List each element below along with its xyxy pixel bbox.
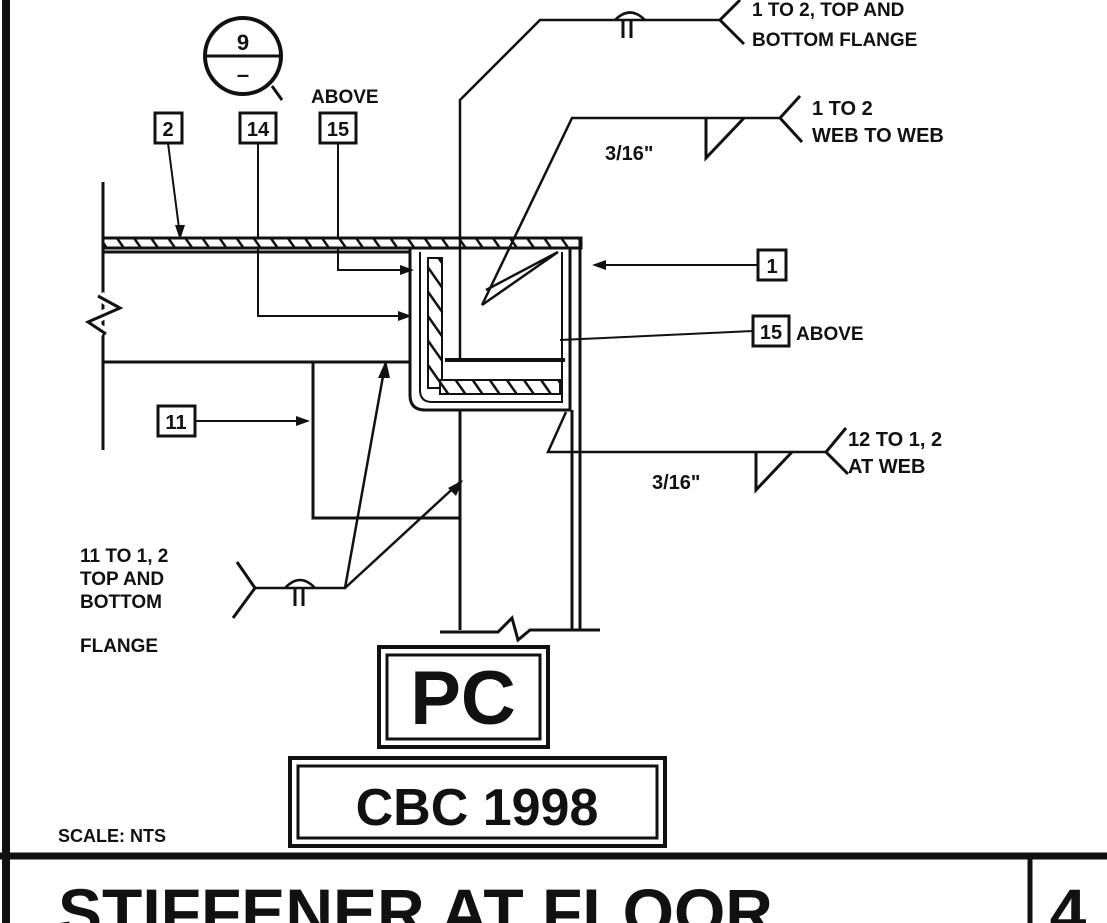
existing-beam: [77, 182, 583, 520]
keynote-15-right: 15: [751, 314, 791, 348]
svg-text:11: 11: [165, 412, 186, 434]
weld-note-at-web-line1: 12 TO 1, 2: [848, 429, 942, 451]
svg-text:15: 15: [327, 119, 349, 141]
keynote-leaders: [167, 142, 758, 422]
keynote-11: 11: [156, 404, 197, 438]
scale-note: SCALE: NTS: [58, 826, 166, 846]
weld-left-arrowheads: [378, 360, 463, 496]
weld-note-left-line3: BOTTOM: [80, 592, 162, 613]
weld-note-web-line1: 1 TO 2: [812, 98, 873, 120]
svg-text:CBC 1998: CBC 1998: [356, 779, 599, 837]
keynote-15-top: 15: [318, 111, 358, 145]
weld-callout-top: [458, 0, 746, 360]
weld-note-left-line4: FLANGE: [80, 636, 158, 657]
svg-text:PC: PC: [410, 656, 516, 741]
svg-text:15: 15: [760, 322, 782, 344]
svg-text:2: 2: [162, 119, 173, 141]
label-above-right: ABOVE: [796, 324, 864, 345]
keynote-2: 2: [153, 111, 184, 145]
detail-number: 4: [1050, 875, 1087, 923]
svg-text:1: 1: [766, 256, 777, 278]
weld-callout-left: [231, 364, 461, 619]
weld-note-left-line1: 11 TO 1, 2: [80, 546, 168, 567]
weld-note-left-line2: TOP AND: [80, 569, 164, 590]
detail-section-marker: 9 –: [203, 16, 284, 101]
keynote-1: 1: [756, 248, 788, 282]
code-stamp: CBC 1998: [288, 756, 667, 848]
weld-size-web: 3/16": [605, 143, 653, 165]
keynote-14: 14: [238, 111, 278, 145]
detail-marker-number: 9: [237, 30, 249, 55]
detail-marker-sheet: –: [237, 62, 249, 87]
weld-size-at-web: 3/16": [652, 472, 700, 494]
weld-note-at-web-line2: AT WEB: [848, 456, 925, 478]
pc-stamp: PC: [377, 645, 550, 749]
label-above-top: ABOVE: [311, 87, 379, 108]
weld-note-web-line2: WEB TO WEB: [812, 125, 944, 147]
svg-text:14: 14: [247, 119, 270, 141]
weld-callout-web: [480, 94, 804, 307]
detail-title: STIFFENER AT FLOOR: [58, 875, 773, 923]
leader-arrowheads: [175, 225, 606, 426]
weld-note-top-line1: 1 TO 2, TOP AND: [752, 0, 904, 21]
weld-note-top-line2: BOTTOM FLANGE: [752, 30, 917, 51]
weld-callout-at-web: [546, 411, 850, 494]
stiffener-channel: [408, 238, 600, 643]
